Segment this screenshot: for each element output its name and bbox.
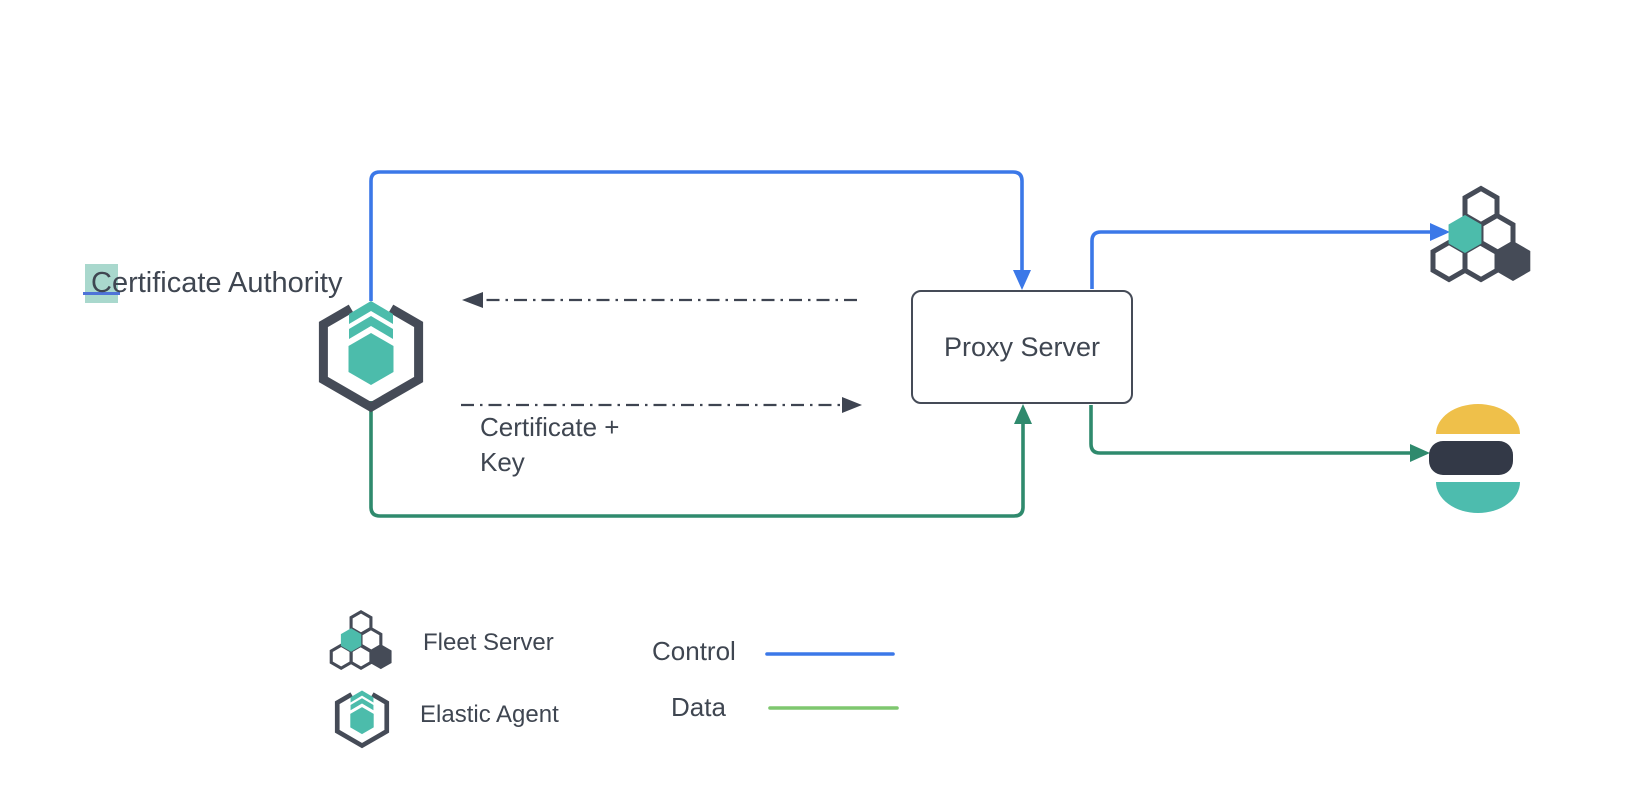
dashed-arrow-right[interactable] [461, 397, 862, 413]
control-connector-proxy-to-fleet[interactable] [1090, 223, 1450, 289]
certificate-key-label[interactable]: Certificate + Key [480, 412, 620, 477]
arrowhead-down-icon [1013, 270, 1031, 290]
legend-elastic-agent-icon[interactable] [337, 690, 387, 745]
proxy-server-box[interactable]: Proxy Server [911, 290, 1133, 404]
data-line [369, 401, 1025, 518]
legend-elastic-agent-label[interactable]: Elastic Agent [420, 701, 559, 728]
arrowhead-right-icon [1410, 444, 1430, 462]
control-connector-agent-to-proxy[interactable] [369, 170, 1031, 301]
legend-fleet-server-icon[interactable] [329, 610, 394, 671]
certificate-authority-label[interactable]: Certificate Authority [91, 267, 343, 299]
legend-control-label[interactable]: Control [652, 636, 736, 666]
elastic-agent-icon[interactable] [323, 301, 418, 407]
elasticsearch-icon[interactable] [1429, 404, 1520, 513]
arrowhead-up-icon [1014, 404, 1032, 424]
legend-fleet-server-label[interactable]: Fleet Server [423, 629, 554, 656]
arrowhead-left-icon [462, 292, 483, 308]
control-line [1090, 230, 1431, 289]
text-cursor-underline [83, 292, 120, 295]
elasticsearch-bottom-arc [1436, 482, 1520, 513]
arrowhead-right-icon [842, 397, 862, 413]
proxy-server-label: Proxy Server [943, 331, 1101, 362]
data-connector-proxy-to-elasticsearch[interactable] [1089, 405, 1430, 462]
elasticsearch-top-arc [1436, 404, 1520, 434]
legend-data-label[interactable]: Data [671, 692, 726, 722]
dashed-arrow-left[interactable] [462, 292, 857, 308]
fleet-server-icon[interactable] [1433, 189, 1530, 282]
arrowhead-right-icon [1430, 223, 1450, 241]
elasticsearch-middle-bar [1429, 441, 1513, 475]
data-line [1089, 405, 1411, 455]
text-selection-highlight [85, 264, 118, 303]
data-connector-agent-to-proxy[interactable] [369, 401, 1032, 518]
control-line [369, 170, 1024, 301]
